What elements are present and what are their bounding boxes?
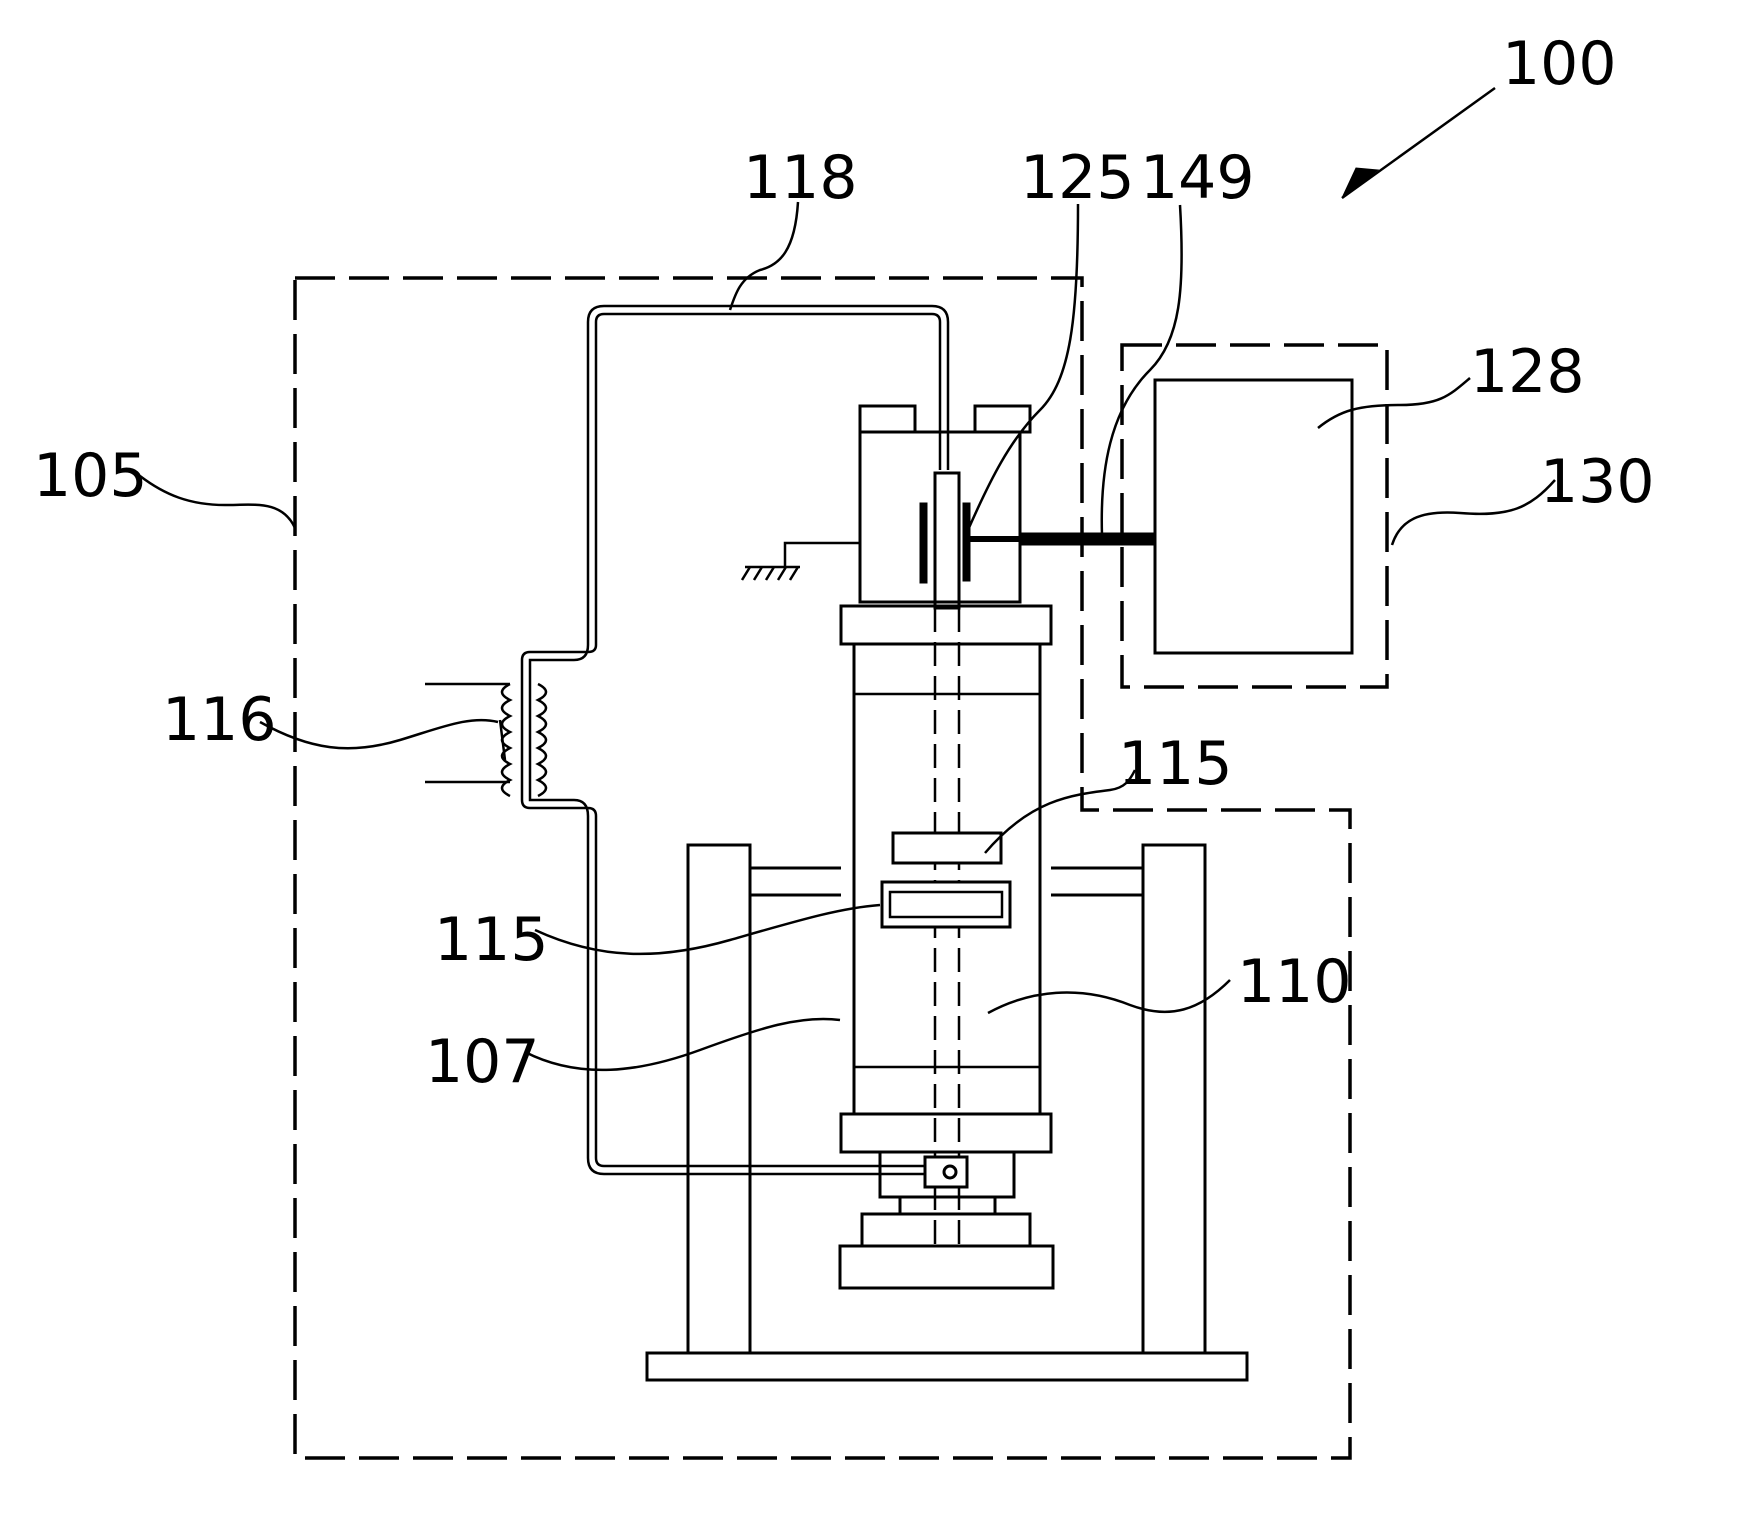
ref-label-105: 105 [33,441,148,511]
enclosure-130-boundary [1122,345,1387,687]
ref-label-100: 100 [1502,29,1617,99]
chamber-top-flange [841,606,1051,644]
electrode-rod-125 [935,473,959,608]
transformer-coil-116-secondary [538,684,546,796]
capacitor-plate-right [963,503,970,581]
ground-symbol [742,543,860,580]
lower-connector [925,1157,967,1187]
chamber-bottom-flange [841,1114,1051,1152]
ref-label-107: 107 [425,1027,540,1097]
arrowhead-100 [1342,168,1378,198]
drive-housing [862,1214,1030,1246]
leader-line-125 [968,204,1078,530]
leader-line-100 [1342,88,1495,198]
drive-base [840,1246,1053,1288]
left-support-post [688,845,750,1353]
leader-line-130 [1392,480,1555,545]
ref-label-128: 128 [1470,337,1585,407]
upper-housing-left-cap [860,406,915,432]
lower-electrode-115-outer [882,882,1010,927]
leader-line-107 [525,1019,840,1070]
transformer-leads [425,684,510,782]
right-support-post [1143,845,1205,1353]
loop-conductor-118-inner [530,306,948,1174]
control-unit-128 [1155,380,1352,653]
ref-label-116: 116 [162,685,277,755]
base-plate [647,1353,1247,1380]
leader-line-149 [1102,205,1182,535]
ref-label-149: 149 [1140,143,1255,213]
leader-line-110 [988,980,1230,1013]
ref-label-110: 110 [1237,947,1352,1017]
left-crossbar [750,868,841,895]
connection-line-149 [1020,533,1156,545]
upper-housing-right-cap [975,406,1030,432]
ref-label-130: 130 [1540,447,1655,517]
leader-line-118 [730,202,798,310]
right-crossbar [1051,868,1143,895]
ref-label-115-upper: 115 [1118,729,1233,799]
ref-label-118: 118 [743,143,858,213]
leader-line-115-upper [985,770,1135,853]
upper-electrode-115 [893,833,1001,863]
ref-label-115-lower: 115 [434,905,549,975]
ref-label-125: 125 [1020,143,1135,213]
leader-line-128 [1318,378,1470,428]
capacitor-plate-left [920,503,927,583]
leader-line-105 [140,476,295,528]
chamber-body-107 [854,644,1040,1114]
drive-block [900,1197,995,1214]
